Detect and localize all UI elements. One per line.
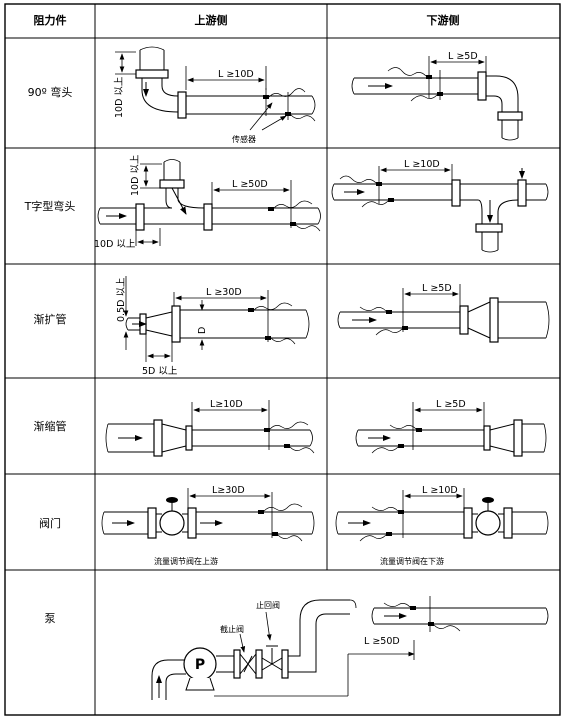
- label-upstream-straight-expander: L ≥30D: [206, 287, 242, 298]
- header-downstream: 下游侧: [427, 13, 460, 27]
- label-downstream-straight-t: L ≥10D: [404, 159, 440, 170]
- label-shutoff-valve: 截止阀: [220, 624, 244, 634]
- row-name-valve: 阀门: [39, 516, 61, 530]
- label-upstream-straight-valve: L≥30D: [212, 485, 245, 496]
- diagram-90-elbow-upstream: L ≥10D 10D 以上 传感器: [114, 46, 316, 144]
- table-grid: [4, 3, 561, 716]
- row-name-pump: 泵: [45, 612, 56, 625]
- label-upstream-horizontal-expander: 5D 以上: [142, 366, 178, 377]
- label-upstream-straight-reducer: L≥10D: [210, 399, 243, 410]
- caption-valve-upstream: 流量调节阀在上游: [154, 556, 218, 566]
- label-downstream-straight-valve: L ≥10D: [422, 485, 458, 496]
- caption-valve-downstream: 流量调节阀在下游: [380, 556, 444, 566]
- diagram-valve-downstream: L ≥10D 流量调节阀在下游: [335, 485, 549, 566]
- label-check-valve: 止回阀: [256, 600, 280, 610]
- diagram-t-elbow-upstream: L ≥50D 10D 以上 10D 以上: [94, 154, 321, 250]
- label-downstream-straight-expander: L ≥5D: [422, 283, 452, 294]
- label-upstream-vertical-t: 10D 以上: [130, 154, 141, 196]
- label-upstream-straight-90: L ≥10D: [218, 69, 254, 80]
- label-upstream-straight-t: L ≥50D: [232, 179, 268, 190]
- label-downstream-straight-90: L ≥5D: [448, 51, 478, 62]
- diagram-t-elbow-downstream: L ≥10D: [331, 159, 549, 253]
- label-upstream-vertical-expander: 0.5D 以上: [116, 277, 127, 322]
- header-resistance-component: 阻力件: [34, 13, 67, 27]
- label-upstream-vertical-90: 10D 以上: [114, 76, 125, 118]
- diagram-90-elbow-downstream: L ≥5D: [351, 51, 523, 141]
- diagram-expander-upstream: L ≥30D D 0.5D 以上 5D 以上: [116, 276, 310, 377]
- label-upstream-diameter: D: [197, 327, 208, 334]
- row-name-expander: 渐扩管: [34, 312, 67, 326]
- label-sensor-note: 传感器: [232, 134, 256, 144]
- diagram-valve-upstream: L≥30D 流量调节阀在上游: [101, 485, 315, 566]
- diagram-reducer-upstream: L≥10D: [105, 399, 315, 457]
- label-downstream-straight-reducer: L ≥5D: [436, 399, 466, 410]
- label-upstream-horizontal-t: 10D 以上: [94, 239, 136, 250]
- header-upstream: 上游侧: [195, 13, 228, 27]
- pump-symbol: P: [195, 657, 205, 673]
- row-name-90-elbow: 90º 弯头: [28, 85, 73, 99]
- label-pump-straight: L ≥50D: [364, 636, 400, 647]
- diagram-pump: P L ≥50D 止回阀: [151, 596, 549, 700]
- row-name-reducer: 渐缩管: [34, 419, 67, 433]
- diagram-reducer-downstream: L ≥5D: [355, 399, 547, 457]
- row-name-t-elbow: T字型弯头: [24, 199, 76, 213]
- diagram-expander-downstream: L ≥5D: [337, 283, 550, 343]
